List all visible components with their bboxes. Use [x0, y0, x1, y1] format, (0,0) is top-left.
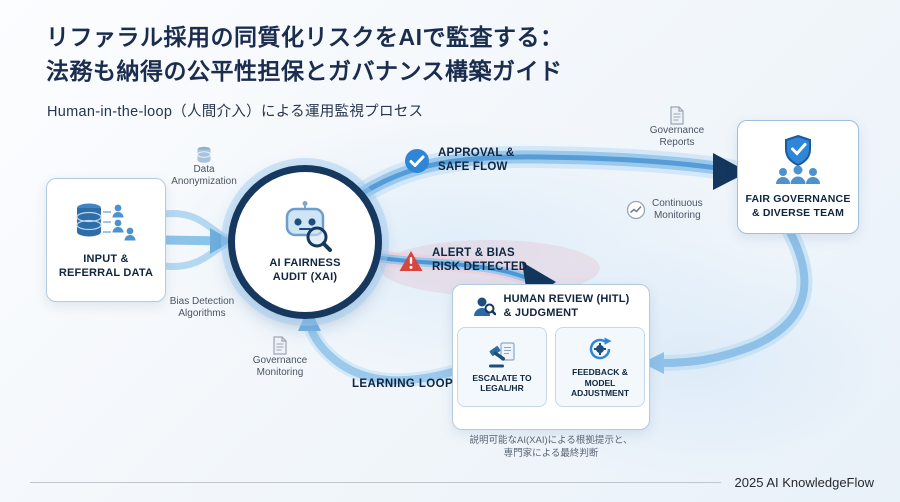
tag-line2: Monitoring	[653, 210, 701, 221]
governance-label-line2: & DIVERSE TEAM	[751, 206, 845, 219]
escalate-line1: ESCALATE TO	[472, 372, 532, 383]
node-ai-fairness-audit: AI FAIRNESS AUDIT (XAI)	[228, 165, 382, 319]
note-line2: 専門家による最終判断	[503, 448, 599, 459]
tag-alert-bias-risk: ALERT & BIAS RISK DETECTED	[398, 247, 527, 274]
feedback-line1: FEEDBACK &	[572, 367, 628, 378]
chart-line-icon	[626, 200, 646, 220]
document-icon	[272, 336, 288, 355]
tag-governance-monitoring: Governance Monitoring	[244, 336, 316, 379]
check-circle-icon	[404, 148, 430, 174]
human-review-line1: HUMAN REVIEW (HITL)	[503, 293, 630, 305]
human-review-line2: & JUDGMENT	[503, 306, 579, 319]
learning-loop-flow	[302, 315, 459, 388]
person-magnifier-icon	[472, 295, 497, 319]
node-human-review: HUMAN REVIEW (HITL) & JUDGMENT ESCALATE …	[452, 284, 650, 430]
footer: 2025 AI KnowledgeFlow	[30, 475, 874, 490]
page-subtitle: Human-in-the-loop（人間介入）による運用監視プロセス	[47, 104, 424, 120]
approval-flow	[334, 145, 741, 216]
approval-line1: APPROVAL &	[438, 147, 515, 159]
escalate-line2: LEGAL/HR	[480, 383, 524, 393]
tag-line2: Algorithms	[178, 308, 226, 319]
feedback-cycle-gear-icon	[586, 335, 614, 363]
document-icon	[669, 106, 685, 125]
input-arrowhead	[210, 228, 232, 254]
tag-line1: Continuous	[652, 198, 703, 209]
shield-team-icon	[761, 134, 835, 188]
node-input-referral-data: INPUT & REFERRAL DATA	[46, 178, 166, 302]
tag-line2: Anonymization	[171, 176, 237, 187]
tag-line1: Governance	[252, 355, 308, 366]
monitoring-loop	[654, 224, 813, 371]
title-line-1: リファラル採用の同質化リスクをAIで監査する：	[46, 24, 564, 50]
robot-magnifier-icon	[277, 200, 333, 252]
tag-continuous-monitoring: Continuous Monitoring	[626, 198, 703, 222]
approval-arrowhead	[713, 153, 748, 190]
database-people-icon	[73, 200, 139, 246]
tag-governance-reports: Governance Reports	[646, 106, 708, 149]
input-label-line2: REFERRAL DATA	[58, 266, 154, 279]
learning-loop-label: LEARNING LOOP	[352, 378, 454, 390]
node-fair-governance: FAIR GOVERNANCE & DIVERSE TEAM	[737, 120, 859, 234]
title-line-2: 法務も納得の公平性担保とガバナンス構築ガイド	[46, 58, 563, 84]
tag-data-anonymization: Data Anonymization	[170, 146, 238, 188]
tag-line1: Data	[193, 164, 215, 175]
tag-line2: Reports	[659, 137, 695, 148]
feedback-line2: MODEL ADJUSTMENT	[570, 377, 630, 399]
subnode-feedback-adjustment: FEEDBACK & MODEL ADJUSTMENT	[555, 327, 645, 407]
tag-approval-safe-flow: APPROVAL & SAFE FLOW	[404, 147, 514, 174]
subnode-escalate-legal: ESCALATE TO LEGAL/HR	[457, 327, 547, 407]
governance-label-line1: FAIR GOVERNANCE	[745, 193, 851, 205]
tag-line2: Monitoring	[256, 367, 304, 378]
tag-line1: Bias Detection	[169, 296, 235, 307]
audit-label-line2: AUDIT (XAI)	[272, 270, 338, 283]
tag-line1: Governance	[649, 125, 705, 136]
human-review-note: 説明可能なAI(XAI)による根拠提示と、 専門家による最終判断	[444, 434, 658, 460]
alert-line2: RISK DETECTED	[432, 260, 528, 273]
audit-label-line1: AI FAIRNESS	[269, 257, 341, 269]
gavel-document-icon	[487, 341, 517, 369]
alert-line1: ALERT & BIAS	[432, 247, 515, 259]
footer-credit: 2025 AI KnowledgeFlow	[734, 475, 874, 490]
note-line1: 説明可能なAI(XAI)による根拠提示と、	[469, 435, 633, 446]
input-label-line1: INPUT &	[83, 253, 129, 265]
monitoring-arrowhead	[642, 352, 664, 374]
page-title: リファラル採用の同質化リスクをAIで監査する： 法務も納得の公平性担保とガバナン…	[46, 20, 686, 88]
footer-divider	[30, 482, 721, 483]
database-icon	[196, 146, 212, 164]
approval-line2: SAFE FLOW	[438, 160, 508, 173]
tag-bias-detection: Bias Detection Algorithms	[164, 296, 240, 320]
warning-triangle-icon	[398, 249, 424, 273]
